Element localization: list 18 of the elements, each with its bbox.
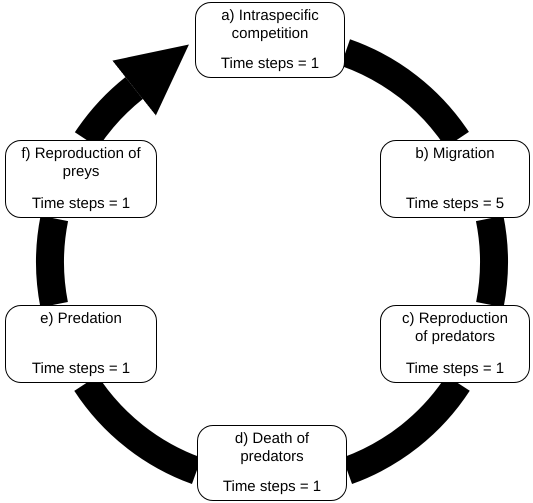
process-box <box>5 305 157 383</box>
step-label: d) Death of predators <box>234 430 310 466</box>
step-label: Time steps = 1 <box>32 195 130 213</box>
process-box <box>380 305 530 383</box>
process-box <box>380 140 530 218</box>
process-box <box>197 425 347 501</box>
step-label: c) Reproduction of predators <box>401 310 509 346</box>
step-label: e) Predation <box>40 310 122 328</box>
step-label: Time steps = 1 <box>220 55 320 73</box>
step-label: Time steps = 1 <box>222 478 322 496</box>
step-label: Time steps = 1 <box>406 360 504 378</box>
process-box <box>5 140 157 218</box>
step-label: f) Reproduction of preys <box>20 145 142 181</box>
step-label: a) Intraspecific competition <box>220 7 320 43</box>
step-label: b) Migration <box>415 145 495 163</box>
process-box <box>195 2 345 78</box>
step-label: Time steps = 5 <box>406 195 504 213</box>
step-label: Time steps = 1 <box>32 360 130 378</box>
